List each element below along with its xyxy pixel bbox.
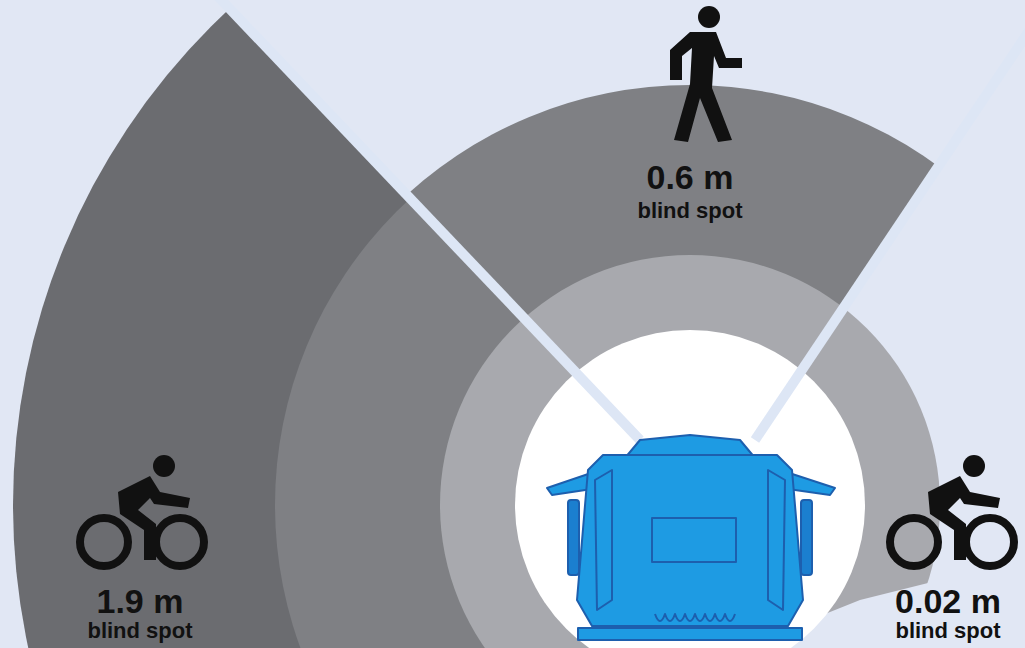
- pedestrian-icon: [670, 6, 742, 142]
- bike-wheel: [80, 518, 128, 566]
- pedestrian-head: [698, 6, 720, 28]
- truck-side-light: [801, 500, 812, 575]
- cyclist-body: [928, 476, 1000, 560]
- truck-side-light: [568, 500, 579, 575]
- bike-wheel: [966, 518, 1014, 566]
- sight-line: [150, 0, 640, 440]
- pedestrian-body: [670, 32, 742, 142]
- truck-front: [547, 435, 835, 640]
- far-zone: [13, 0, 1025, 648]
- cyclist-head: [153, 455, 175, 477]
- caption-text: blind spot: [637, 200, 742, 222]
- left-blind-zone: [13, 0, 1025, 648]
- truck-bumper: [578, 628, 802, 640]
- truck-panel: [595, 470, 612, 610]
- sight-line: [755, 0, 1025, 440]
- cyclist-head: [963, 455, 985, 477]
- cyclist-icon: [80, 455, 204, 566]
- visible-zone: [515, 330, 865, 648]
- cyclist-body: [118, 476, 190, 560]
- bike-wheel: [156, 518, 204, 566]
- caption-text: blind spot: [87, 620, 192, 642]
- truck-body: [577, 455, 803, 626]
- distance-value: 0.02 m: [895, 584, 1001, 618]
- cyclist-icon: [890, 455, 1014, 566]
- distance-value: 1.9 m: [97, 584, 184, 618]
- truck-panel: [768, 470, 785, 610]
- caption-text: blind spot: [895, 620, 1000, 642]
- distance-value: 0.6 m: [647, 160, 734, 194]
- truck-window: [652, 518, 736, 562]
- bike-wheel: [890, 518, 938, 566]
- truck-grille: [655, 614, 735, 621]
